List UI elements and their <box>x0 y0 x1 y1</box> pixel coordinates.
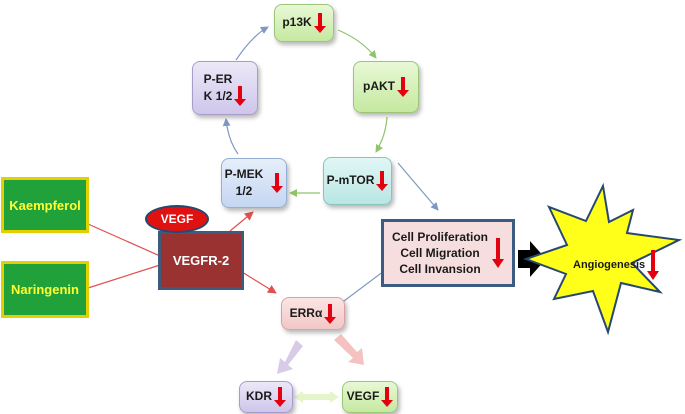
arrow-erra-to-kdr <box>277 340 303 374</box>
node-pmtor: P-mTOR <box>323 157 392 205</box>
down-arrow-icon <box>647 250 660 280</box>
node-pmek: P-MEK 1/2 <box>221 158 287 208</box>
down-arrow-icon <box>274 387 286 407</box>
down-arrow-icon <box>313 13 326 33</box>
node-perk-label: P-ER K 1/2 <box>203 71 233 103</box>
node-vegf-lower-label: VEGF <box>346 389 380 404</box>
down-arrow-icon <box>271 173 284 193</box>
node-p13k: p13K <box>274 4 334 42</box>
node-pmtor-label: P-mTOR <box>326 173 375 188</box>
node-pmek-label: P-MEK 1/2 <box>224 166 264 198</box>
receptor-label: VEGFR-2 <box>172 253 230 268</box>
compound-kaempferol: Kaempferol <box>1 177 89 233</box>
down-arrow-icon <box>324 303 337 324</box>
angiogenesis-label: Angiogenesis <box>573 259 646 271</box>
node-kdr: KDR <box>239 381 293 413</box>
arrow-kdr-vegf-bidirectional <box>294 391 339 403</box>
line-naringenin-to-receptor <box>87 264 161 289</box>
receptor-vegfr2: VEGFR-2 <box>158 231 244 290</box>
node-perk: P-ER K 1/2 <box>192 61 258 115</box>
line-kaempferol-to-receptor <box>87 223 161 257</box>
node-erra-label: ERRα <box>289 305 323 320</box>
ligand-label: VEGF <box>160 212 194 226</box>
arrow-pakt-to-pmtor <box>375 116 388 153</box>
node-pakt-label: pAKT <box>363 79 395 94</box>
cell-outcomes-box: Cell Proliferation Cell Migration Cell I… <box>381 219 515 287</box>
node-pakt: pAKT <box>353 61 419 113</box>
arrow-p13k-to-pakt <box>337 29 377 59</box>
node-vegf-lower: VEGF <box>342 381 398 413</box>
compound-naringenin: Naringenin <box>1 261 89 318</box>
ligand-vegf: VEGF <box>145 205 209 233</box>
arrow-pmtor-to-outcomes <box>397 162 439 211</box>
compound-naringenin-label: Naringenin <box>11 282 79 297</box>
arrow-erra-to-vegf <box>334 334 364 365</box>
cell-outcomes-label: Cell Proliferation Cell Migration Cell I… <box>391 229 489 277</box>
arrow-pmek-to-perk <box>222 118 239 155</box>
down-arrow-icon <box>376 171 389 191</box>
angiogenesis-label-group: Angiogenesis <box>573 246 660 284</box>
arrow-receptor-to-erra <box>241 271 277 294</box>
arrow-perk-to-p13k <box>235 26 269 61</box>
down-arrow-icon <box>381 387 394 407</box>
down-arrow-icon <box>397 77 409 97</box>
angiogenesis-burst <box>523 182 683 336</box>
compound-kaempferol-label: Kaempferol <box>9 197 81 213</box>
down-arrow-icon <box>234 86 247 106</box>
node-kdr-label: KDR <box>246 389 272 404</box>
node-erra: ERRα <box>281 297 345 330</box>
arrow-receptor-to-pmek <box>229 211 254 232</box>
down-arrow-icon <box>492 238 505 268</box>
node-p13k-label: p13K <box>282 15 312 30</box>
